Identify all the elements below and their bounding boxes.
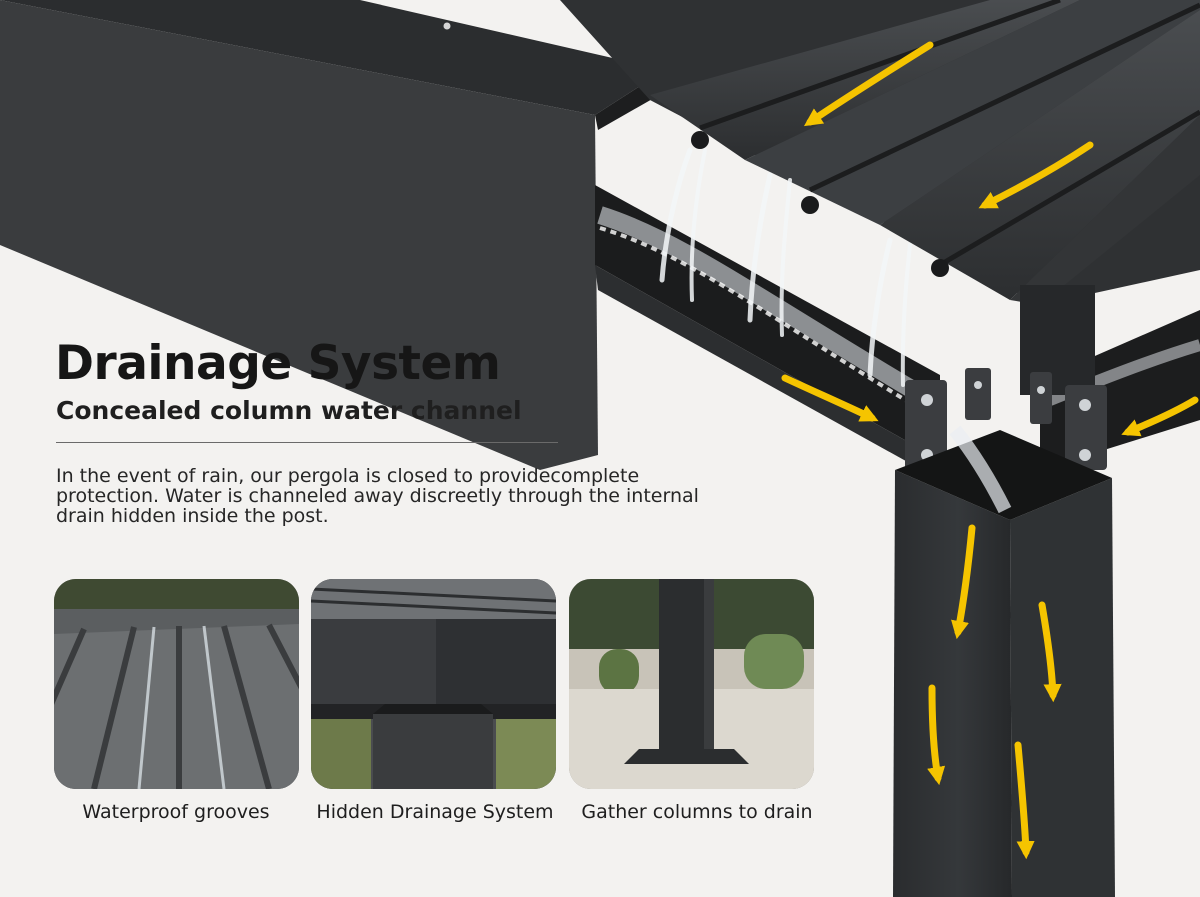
column-base-photo [569, 579, 814, 789]
page-title: Drainage System [55, 336, 501, 391]
gutter-beam [595, 185, 940, 480]
main-column [893, 425, 1115, 897]
feature-caption-gather-columns: Gather columns to drain [581, 801, 813, 823]
title-divider [56, 442, 558, 443]
flow-arrows [781, 41, 1199, 860]
corner-brackets [905, 368, 1107, 470]
water-streams [659, 147, 912, 387]
louver-roof [560, 0, 1200, 305]
hidden-drainage-photo [311, 579, 556, 789]
feature-caption-waterproof-grooves: Waterproof grooves [82, 801, 270, 823]
description-text: In the event of rain, our pergola is clo… [56, 465, 699, 527]
side-beam [0, 0, 668, 470]
waterproof-grooves-photo [54, 579, 299, 789]
feature-caption-hidden-drainage: Hidden Drainage System [316, 801, 554, 823]
page-subtitle: Concealed column water channel [56, 396, 522, 425]
